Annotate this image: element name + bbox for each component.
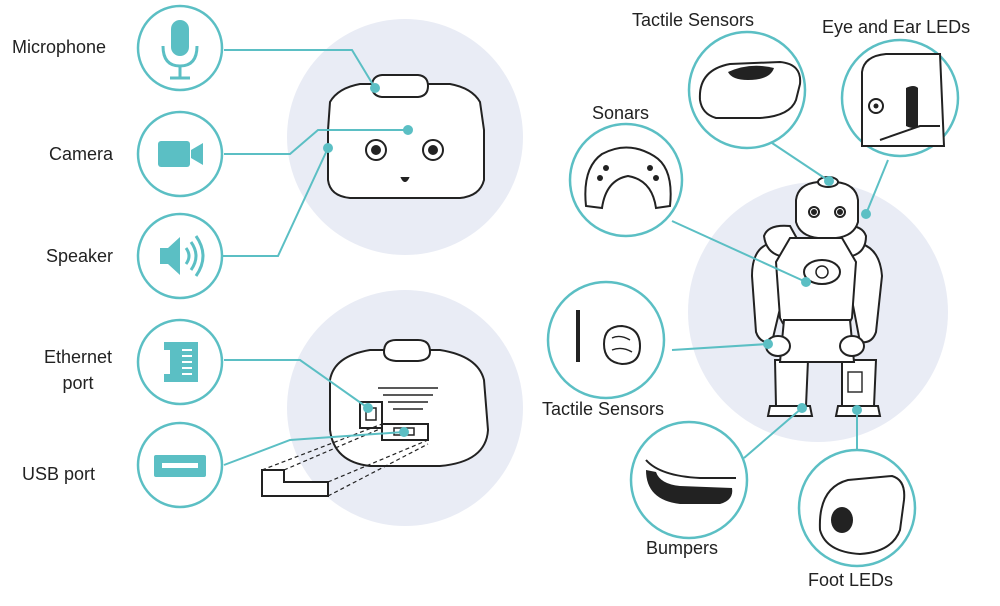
left-connector-dots [323,83,413,437]
label-sonars: Sonars [592,103,650,123]
ethernet-port-icon [136,318,224,406]
eye-ear-led-detail [840,38,960,158]
label-bumpers: Bumpers [646,538,719,558]
right-connectors [671,142,889,459]
usb-dashed-guides [261,423,429,497]
foot-led-detail [797,448,917,568]
speaker-icon [136,212,224,300]
bumpers-detail [629,420,749,540]
microphone-icon [136,4,224,92]
label-foot-leds: Foot LEDs [808,570,894,590]
video-camera-icon [136,110,224,198]
right-connector-dots [763,176,871,415]
label-microphone: Microphone [12,37,107,57]
label-ethernet-port: Ethernet port [24,344,132,396]
tactile-head-detail [687,30,807,150]
label-tactile-sensors-hands: Tactile Sensors [542,399,665,419]
label-camera: Camera [49,144,114,164]
label-speaker: Speaker [46,246,114,266]
robot-head-front [327,74,485,199]
robot-figure [750,176,884,417]
usb-port-icon [136,421,224,509]
left-connectors [222,49,408,466]
tactile-hands-detail [546,280,666,400]
label-ethernet-line2: port [62,373,94,393]
sonars-detail [568,122,684,238]
label-usb-port: USB port [22,464,96,484]
label-ethernet-line1: Ethernet [43,347,113,367]
label-tactile-sensors-head: Tactile Sensors [632,10,755,30]
label-eye-ear-leds: Eye and Ear LEDs [822,17,971,37]
robot-head-back [261,339,490,497]
